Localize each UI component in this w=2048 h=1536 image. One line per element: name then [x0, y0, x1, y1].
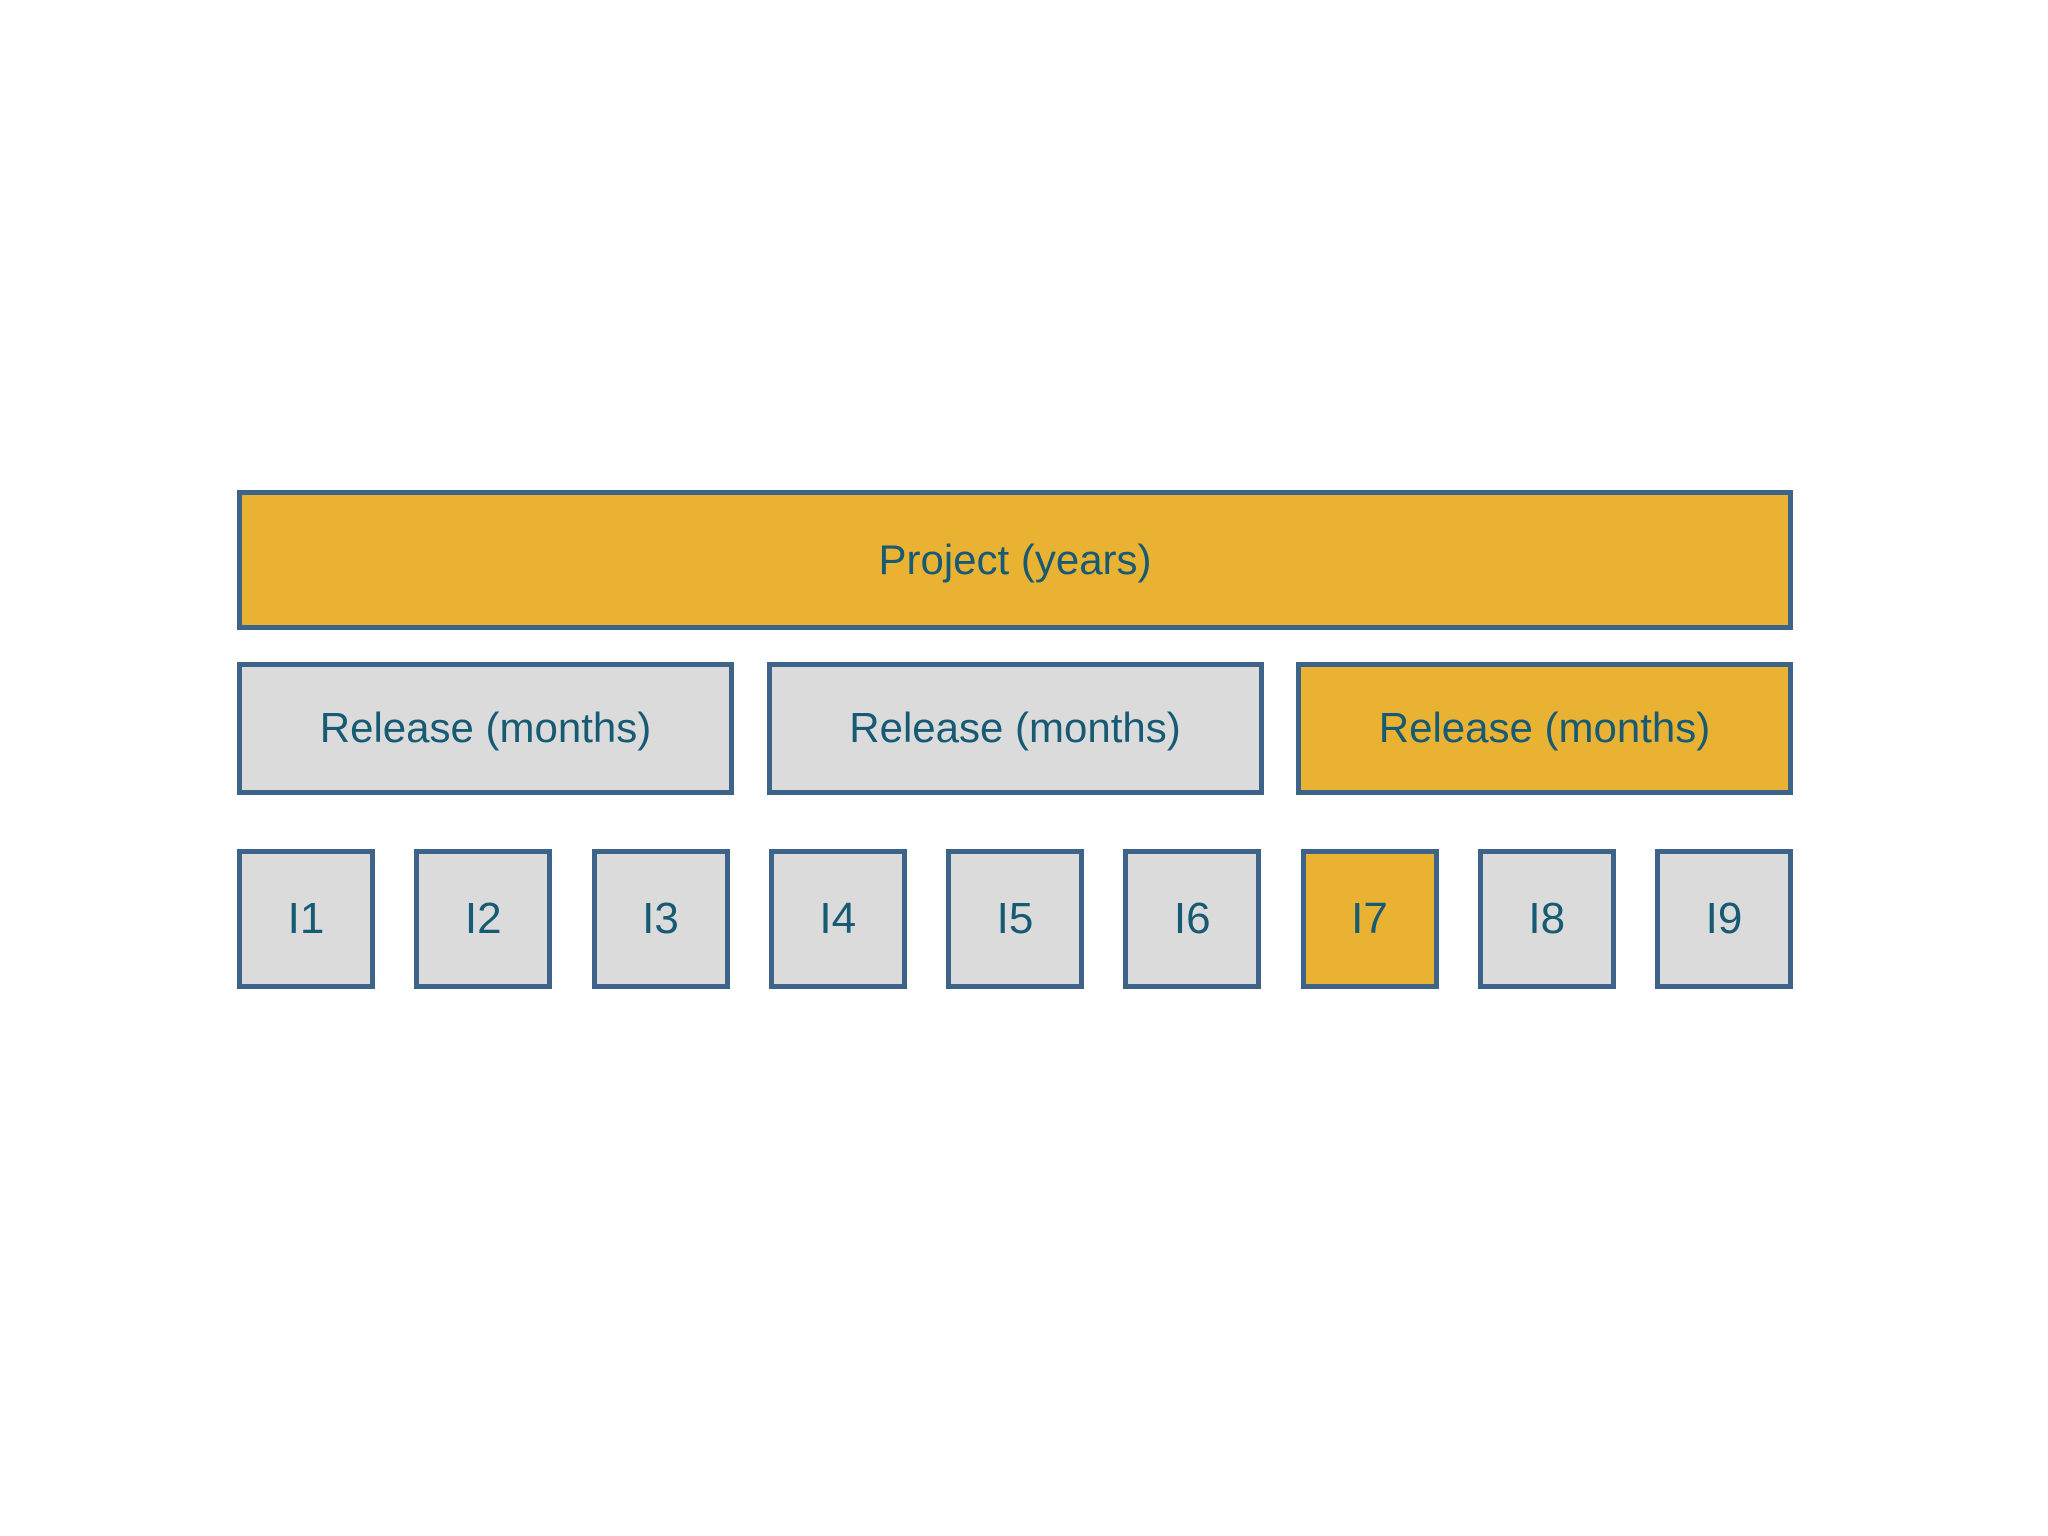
- iteration-box-i9-label: I9: [1705, 893, 1743, 943]
- iteration-box-i1-label: I1: [287, 893, 325, 943]
- iteration-box-i7: I7: [1300, 849, 1439, 989]
- iteration-box-i3: I3: [591, 849, 730, 989]
- project-bar: Project (years): [237, 490, 1793, 630]
- iteration-box-i2: I2: [414, 849, 553, 989]
- release-bar-3-label: Release (months): [1378, 704, 1711, 752]
- iteration-box-i8: I8: [1477, 849, 1616, 989]
- project-bar-label: Project (years): [878, 535, 1152, 583]
- release-bar-1: Release (months): [237, 662, 734, 795]
- iteration-box-i5-label: I5: [996, 893, 1034, 943]
- iteration-box-i4-label: I4: [819, 893, 857, 943]
- iteration-box-i3-label: I3: [642, 893, 679, 943]
- release-bar-3: Release (months): [1296, 662, 1793, 795]
- iteration-box-i1: I1: [237, 849, 375, 989]
- iteration-box-i6: I6: [1123, 849, 1262, 989]
- iteration-row: I1 I2 I3 I4 I5 I6 I7 I8: [237, 849, 1793, 989]
- release-row: Release (months) Release (months) Releas…: [237, 662, 1793, 795]
- release-bar-2-label: Release (months): [849, 704, 1181, 752]
- iteration-box-i6-label: I6: [1173, 893, 1211, 943]
- iteration-box-i4: I4: [768, 849, 907, 989]
- release-bar-1-label: Release (months): [319, 704, 652, 752]
- hierarchy-stack: Project (years) Release (months) Release…: [237, 490, 1793, 989]
- iteration-box-i7-label: I7: [1351, 893, 1388, 943]
- iteration-box-i8-label: I8: [1528, 893, 1566, 943]
- release-bar-2: Release (months): [766, 662, 1264, 795]
- iteration-box-i2-label: I2: [464, 893, 502, 943]
- iteration-box-i9: I9: [1655, 849, 1793, 989]
- iteration-box-i5: I5: [946, 849, 1084, 989]
